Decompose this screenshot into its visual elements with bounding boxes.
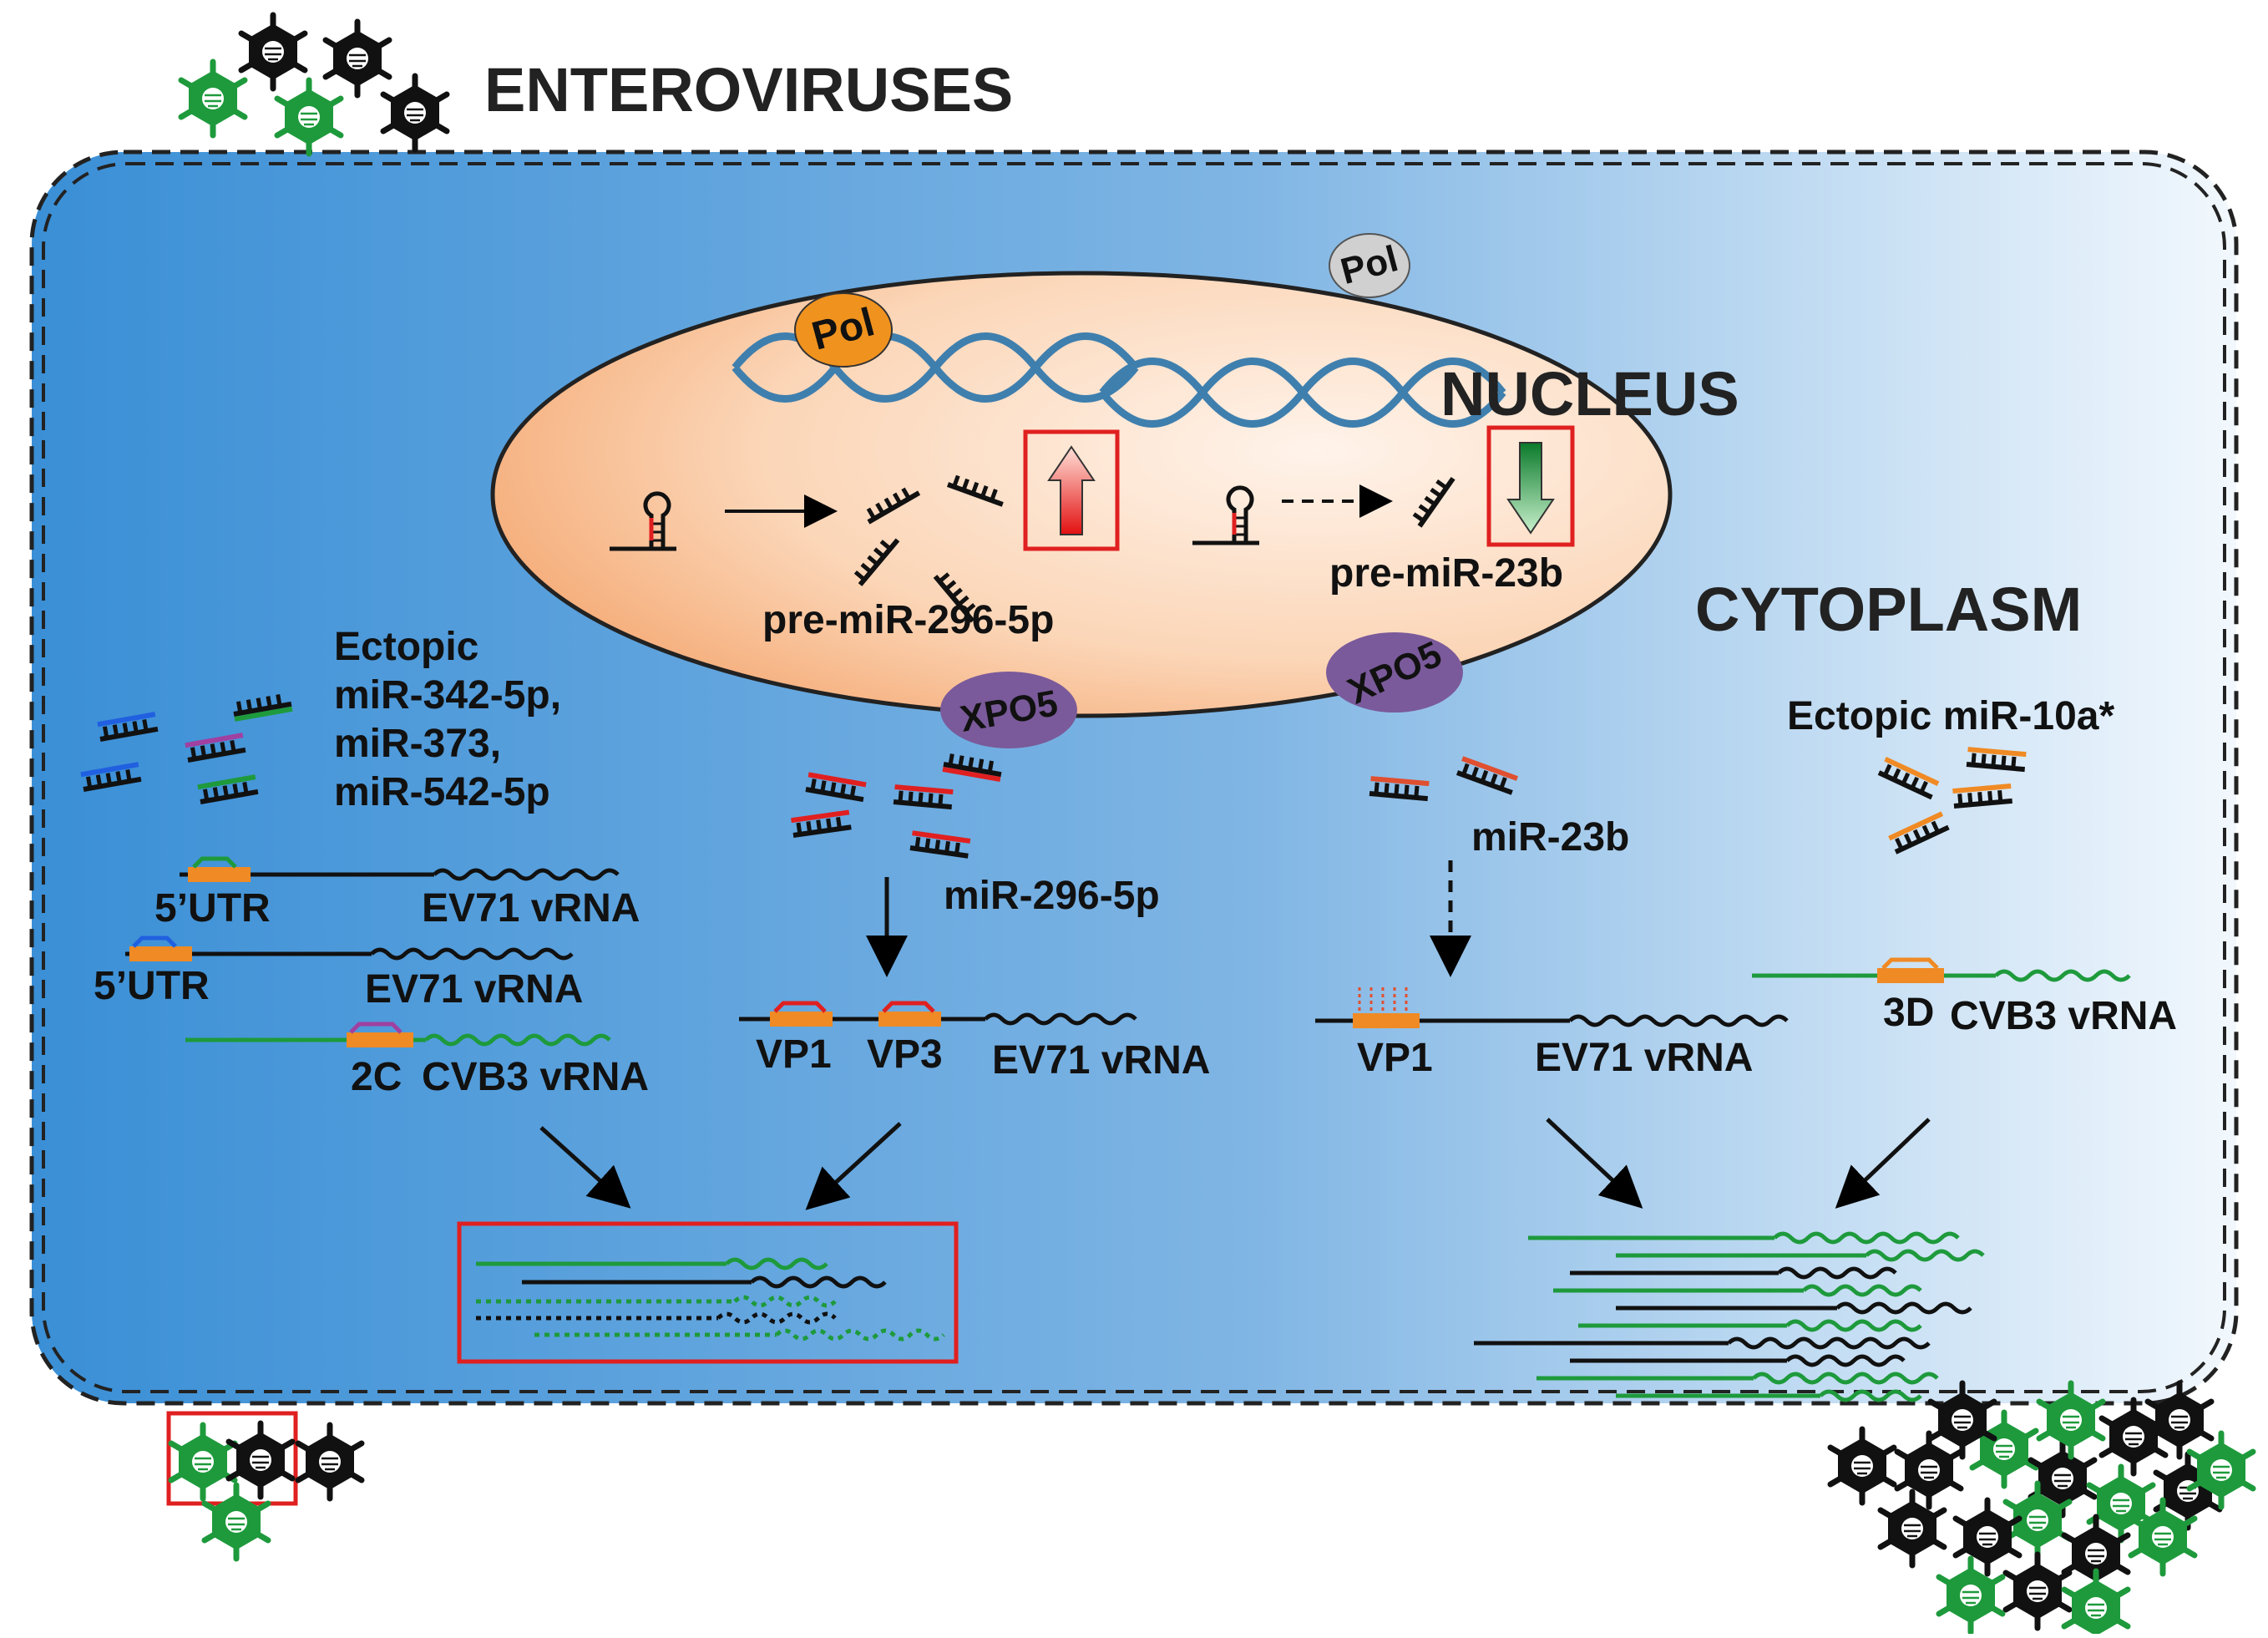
virus-cluster-bottom-left	[171, 1423, 362, 1559]
mir-296-label: miR-296-5p	[944, 874, 1160, 918]
ev71-vrna-right	[1315, 986, 1789, 1028]
ectopic-mirs-left	[81, 692, 292, 802]
cvb3-vrna-left	[185, 1022, 611, 1047]
mir-23b-label: miR-23b	[1471, 815, 1629, 860]
vp3-label-mid: VP3	[867, 1032, 943, 1077]
downregulation-box	[1486, 425, 1575, 547]
virus-cluster-bottom-right	[1830, 1383, 2253, 1634]
cytoplasm-label: CYTOPLASM	[1695, 575, 2082, 644]
pre-mir-296-processing	[610, 474, 1007, 621]
ev71-label-left-1: EV71 vRNA	[422, 886, 640, 931]
ectopic-left-line4: miR-542-5p	[334, 770, 550, 814]
increased-vrna-copies	[1474, 1231, 1985, 1402]
pre-mir-296-label: pre-miR-296-5p	[762, 598, 1054, 642]
reduced-replication-box	[457, 1221, 959, 1364]
cell-membrane-inner	[42, 162, 2226, 1393]
pol-orange: Pol	[794, 292, 893, 368]
ectopic-right-label: Ectopic miR-10a*	[1787, 694, 2114, 738]
cvb3-vrna-right	[1752, 957, 2131, 983]
upregulation-box	[1023, 429, 1120, 551]
ectopic-mir10a	[1879, 747, 2026, 852]
nucleus-label: NUCLEUS	[1440, 359, 1739, 429]
cell-membrane-outer	[29, 150, 2239, 1406]
ev71-vrna-left-1	[180, 856, 620, 882]
arrow-mid-to-reduced	[805, 1122, 902, 1210]
arrow-right-to-increased	[1546, 1118, 1643, 1209]
utr-label-2: 5’UTR	[94, 964, 210, 1008]
utr-label-1: 5’UTR	[154, 886, 271, 931]
virus-cluster-top	[181, 15, 447, 154]
ectopic-left-line2: miR-342-5p,	[334, 673, 561, 718]
mir-23b-mature	[1369, 756, 1517, 799]
ectopic-left-line3: miR-373,	[334, 722, 501, 766]
mir-296-mature	[791, 753, 1003, 856]
site-2c-label: 2C	[351, 1055, 402, 1099]
pol-grey: Pol	[1329, 233, 1410, 298]
ectopic-left-line1: Ectopic	[334, 625, 478, 669]
arrow-left-to-reduced	[539, 1126, 631, 1209]
dna-helix-right	[1099, 358, 1506, 428]
title: ENTEROVIRUSES	[484, 55, 1013, 124]
pre-mir-23b-label: pre-miR-23b	[1329, 551, 1563, 596]
reduced-vrna-copies	[476, 1257, 945, 1341]
ev71-label-mid: EV71 vRNA	[992, 1038, 1210, 1083]
down-arrow-icon	[1506, 442, 1555, 535]
xpo5-left: XPO5	[940, 672, 1077, 748]
cvb3-label-right: CVB3 vRNA	[1950, 994, 2177, 1038]
vp1-label-mid: VP1	[756, 1032, 832, 1077]
ev71-label-left-2: EV71 vRNA	[365, 967, 583, 1012]
ev71-label-right: EV71 vRNA	[1535, 1036, 1753, 1080]
up-arrow-icon	[1047, 445, 1096, 535]
ev71-vrna-left-2	[125, 936, 574, 961]
arrow-cvb3-to-increased	[1835, 1118, 1931, 1209]
pre-mir-23b-processing	[1192, 472, 1453, 545]
xpo5-right: XPO5	[1326, 632, 1463, 713]
cvb3-label-left: CVB3 vRNA	[422, 1055, 649, 1099]
ev71-vrna-mid	[739, 1001, 1137, 1027]
site-3d-label: 3D	[1883, 991, 1934, 1035]
vp1-label-right: VP1	[1357, 1036, 1433, 1080]
